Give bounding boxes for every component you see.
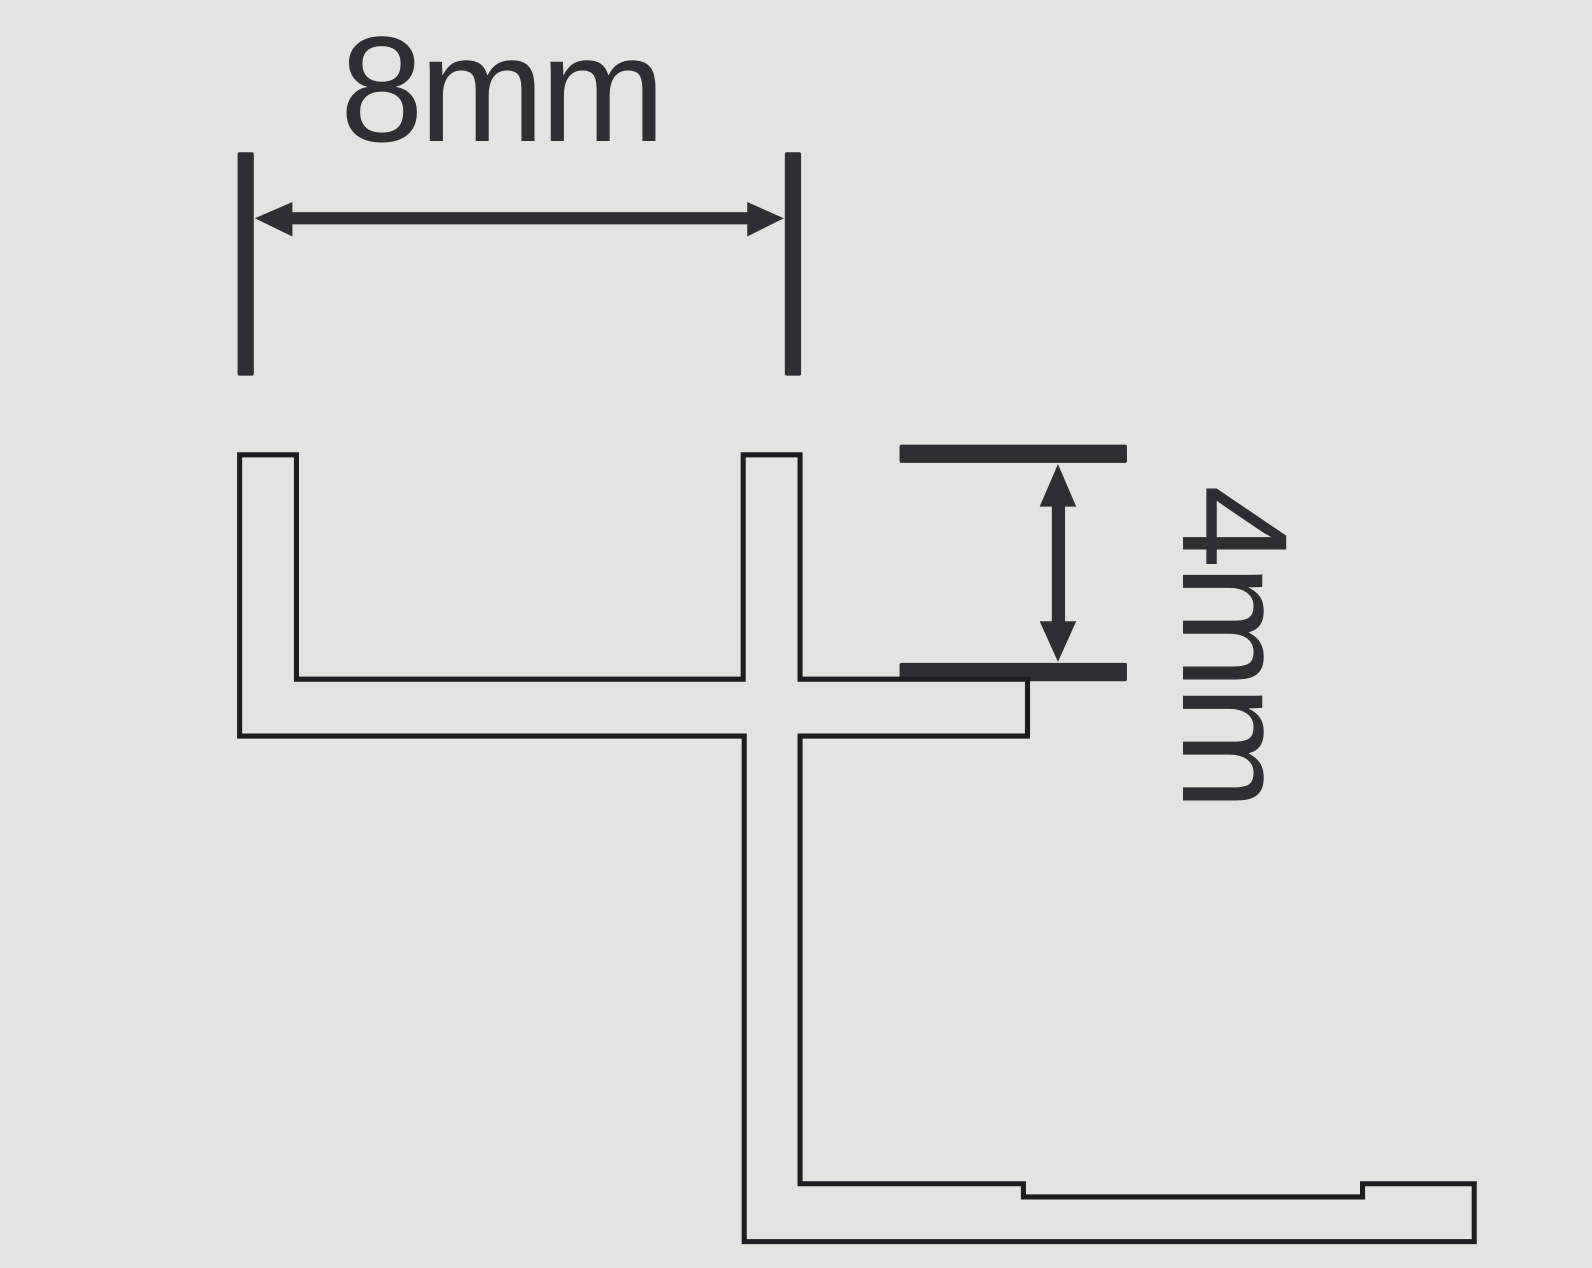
height-dimension	[899, 444, 1127, 682]
width-extension-line-right	[784, 152, 802, 376]
height-dimension-label: 4mm	[1151, 485, 1319, 807]
height-extension-line-top	[899, 444, 1127, 463]
height-arrow-shaft	[1051, 497, 1066, 630]
height-arrow-head-bottom-icon	[1039, 621, 1077, 662]
profile-outline	[237, 452, 1477, 1245]
width-extension-line-left	[237, 152, 254, 376]
width-dimension	[237, 152, 802, 376]
width-arrow-head-right-icon	[747, 202, 784, 237]
width-arrow-head-left-icon	[254, 202, 293, 237]
width-arrow-shaft	[284, 212, 756, 225]
width-dimension-label: 8mm	[340, 5, 665, 173]
height-arrow-head-top-icon	[1039, 463, 1077, 507]
